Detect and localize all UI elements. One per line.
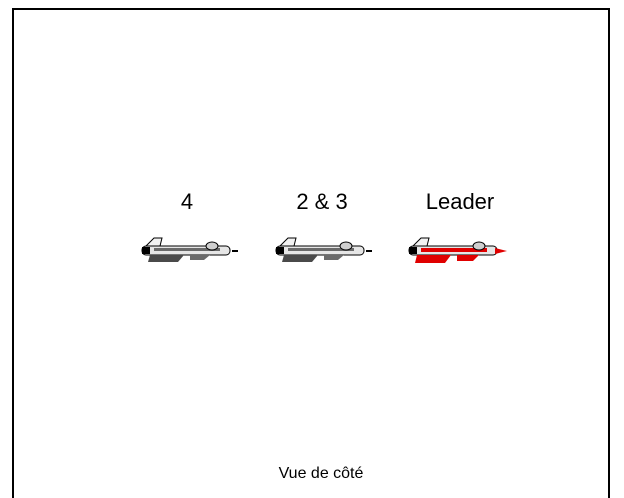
diagram-caption: Vue de côté [278, 465, 364, 482]
aircraft-4-side-view [141, 237, 238, 262]
diagram-frame: 4 2 & 3 Leader [12, 8, 610, 498]
aircraft-leader-side-view [408, 237, 507, 263]
aircraft-label-4: 4 [180, 189, 194, 214]
aircraft-2-and-3-side-view [275, 237, 372, 262]
aircraft-label-2-and-3: 2 & 3 [296, 189, 348, 214]
aircraft-label-leader: Leader [425, 189, 495, 214]
